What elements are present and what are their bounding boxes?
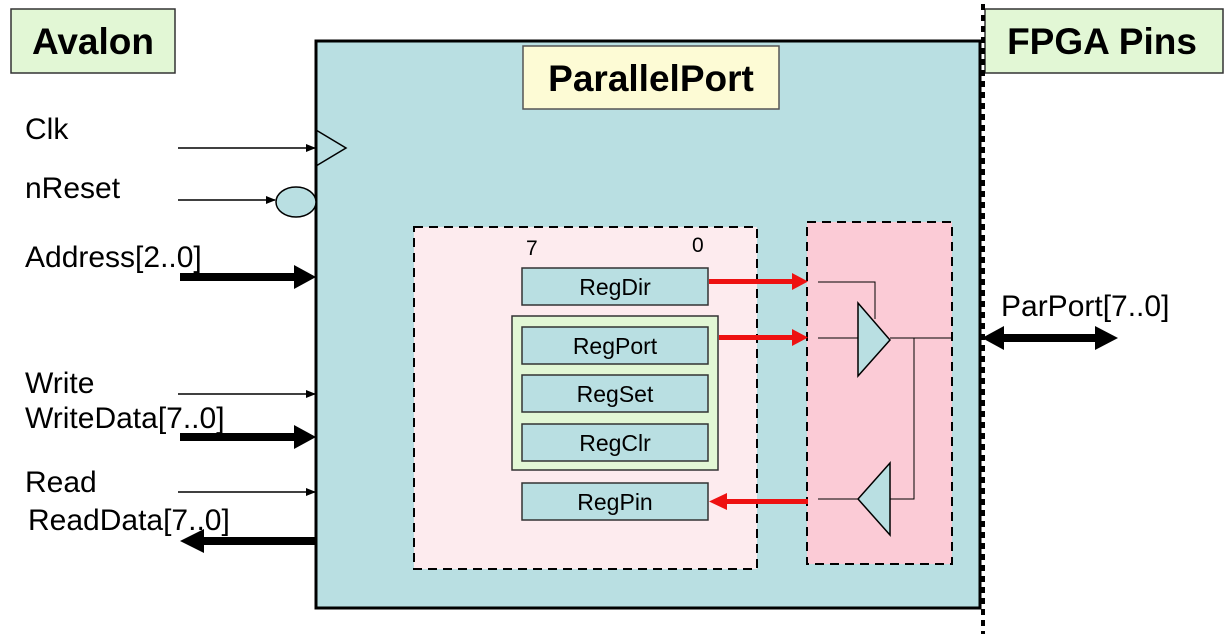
signal-label-readdata: ReadData[7..0] <box>28 504 230 537</box>
register-regdir-label: RegDir <box>579 274 651 300</box>
register-regclr-label: RegClr <box>579 430 651 456</box>
output-buffer-triangle <box>857 300 891 378</box>
register-regpin-label: RegPin <box>577 489 652 515</box>
register-regdir <box>521 267 709 306</box>
reset-input-bubble <box>275 186 317 218</box>
input-buffer-triangle <box>856 461 891 537</box>
register-regclr <box>521 423 709 462</box>
signal-arrow-address <box>180 265 316 289</box>
register-regport <box>521 326 709 365</box>
bit-label-0: 0 <box>692 234 704 257</box>
signal-label-write: Write <box>25 367 94 400</box>
signal-arrow-writedata <box>180 425 316 449</box>
register-regpin <box>521 482 709 521</box>
parport-bidirectional-arrow <box>982 326 1118 350</box>
bit-label-7: 7 <box>526 237 538 260</box>
parallel-port-title-box <box>522 45 780 110</box>
avalon-label-box <box>10 8 176 74</box>
parport-bus-label: ParPort[7..0] <box>1001 290 1169 323</box>
fpga-pins-label: FPGA Pins <box>1007 21 1197 62</box>
signal-arrow-readdata <box>180 529 316 553</box>
signal-label-nreset: nReset <box>25 172 121 205</box>
clock-input-symbol <box>315 129 348 167</box>
arrow-regdir-to-buffer <box>709 273 808 290</box>
parallel-port-title: ParallelPort <box>548 58 754 99</box>
signal-label-writedata: WriteData[7..0] <box>25 402 225 435</box>
arrow-regport-to-buffer <box>719 329 808 346</box>
buffer-wiring <box>818 281 952 500</box>
register-regset-label: RegSet <box>577 381 654 407</box>
signal-label-address: Address[2..0] <box>25 241 202 274</box>
arrow-buffer-to-regpin <box>709 493 808 510</box>
fpga-pins-label-box <box>984 8 1224 74</box>
avalon-label: Avalon <box>32 21 154 62</box>
register-regset <box>521 374 709 413</box>
register-regport-label: RegPort <box>573 333 658 359</box>
signal-label-clk: Clk <box>25 113 69 146</box>
signal-label-read: Read <box>25 466 97 499</box>
